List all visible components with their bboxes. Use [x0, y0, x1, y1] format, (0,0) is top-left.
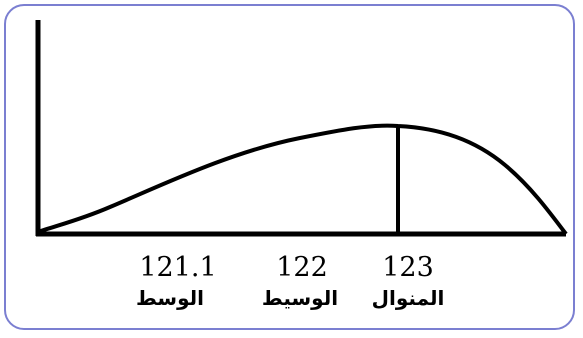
- mode-name-label: المنوال: [372, 286, 445, 310]
- median-value-label: 122: [276, 252, 328, 283]
- median-name-label: الوسيط: [262, 286, 338, 310]
- mean-name-label: الوسط: [136, 286, 204, 310]
- distribution-curve: [37, 123, 568, 236]
- mean-value-label: 121.1: [139, 252, 216, 283]
- diagram-frame: [4, 4, 575, 330]
- mode-value-label: 123: [382, 252, 434, 283]
